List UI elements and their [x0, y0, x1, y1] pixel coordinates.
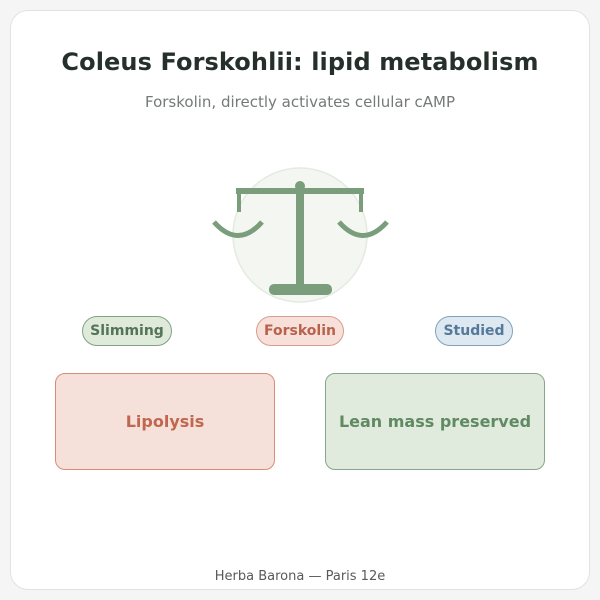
- scale-left-pan: [212, 220, 264, 238]
- box-lipolysis: Lipolysis: [55, 373, 275, 470]
- box-lipolysis-label: Lipolysis: [125, 412, 205, 431]
- box-lean-mass-label: Lean mass preserved: [338, 412, 532, 431]
- balance-scale-graphic: [212, 167, 389, 303]
- page-subtitle: Forskolin, directly activates cellular c…: [144, 93, 455, 111]
- tag-studied: Studied: [435, 316, 513, 346]
- tag-slimming: Slimming: [82, 316, 172, 346]
- tag-forskolin: Forskolin: [256, 316, 344, 346]
- scale-pivot: [295, 181, 305, 191]
- box-lean-mass: Lean mass preserved: [325, 373, 545, 470]
- page-title: Coleus Forskohlii: lipid metabolism: [61, 48, 539, 76]
- scale-right-pan: [337, 220, 389, 238]
- footer-text: Herba Barona — Paris 12e: [214, 569, 386, 584]
- balance-scale-icon: [200, 162, 400, 312]
- scale-base: [269, 284, 332, 295]
